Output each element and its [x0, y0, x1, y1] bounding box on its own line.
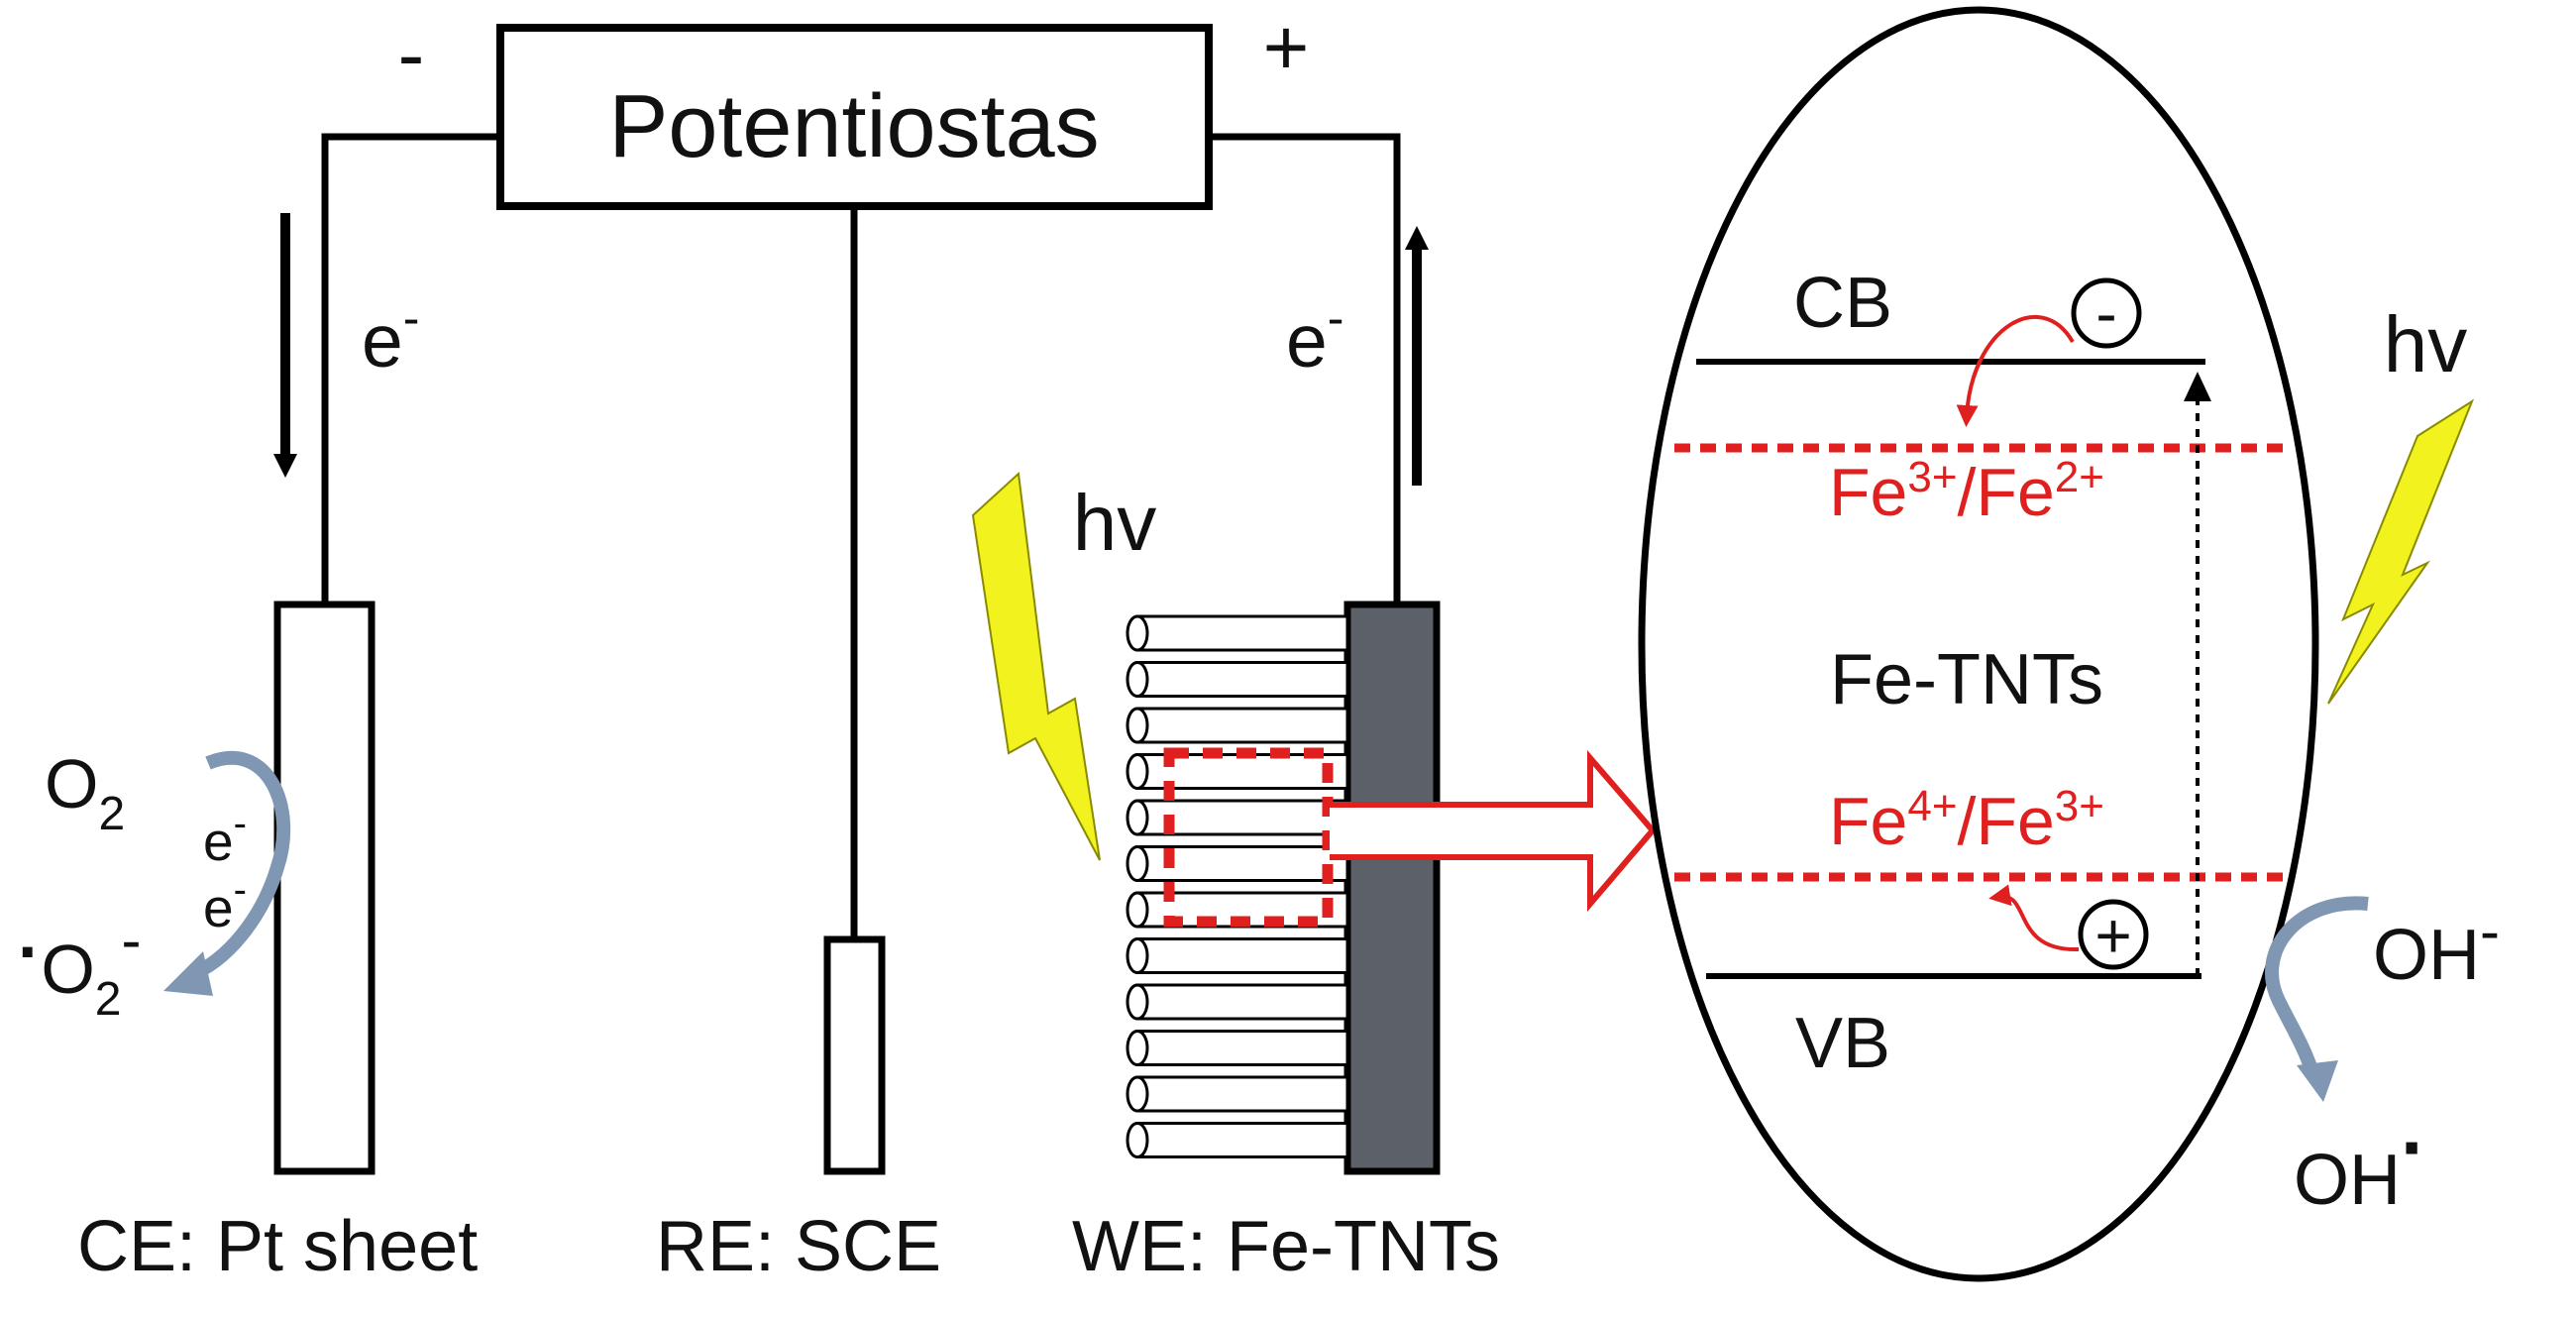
reference-electrode: [823, 935, 886, 1175]
upper-level-label: Fe3+/Fe2+: [1829, 453, 2104, 530]
zoom-selection-box: [1163, 747, 1334, 928]
material-label: Fe-TNTs: [1830, 640, 2103, 719]
lower-level-label: Fe4+/Fe3+: [1829, 782, 2104, 859]
band-diagram: CB VB Fe-TNTs Fe3+/Fe2+ Fe4+/Fe3+ - +: [1638, 6, 2319, 1282]
counter-electrode-label: CE: Pt sheet: [77, 1207, 478, 1286]
zoom-arrow: [1330, 749, 1657, 913]
electron-label-left: e-: [362, 290, 419, 383]
photon-label-right: hv: [2384, 300, 2468, 388]
product-hydroxyl-radical: OH·: [2294, 1103, 2427, 1220]
nanotube: [1126, 799, 1349, 836]
counter-electrode: [273, 601, 376, 1175]
nanotube: [1126, 707, 1349, 744]
reactant-hydroxide: OH-: [2373, 898, 2500, 995]
nanotube: [1126, 1075, 1349, 1113]
lightning-bolt-right: [2327, 398, 2475, 705]
electron-label-right: e-: [1286, 290, 1343, 383]
hole-charge: +: [2094, 900, 2131, 971]
wire-counter: [321, 133, 500, 604]
nanotube: [1126, 937, 1349, 974]
counter-electron-2: e-: [203, 868, 247, 938]
electron-trap-arrow: [1956, 314, 2075, 427]
electron-charge: -: [2095, 277, 2116, 349]
swirl-arrow-counter: [185, 750, 291, 983]
nanotube: [1126, 661, 1349, 698]
working-electrode: [1343, 601, 1441, 1175]
hole-circle: [2078, 899, 2149, 970]
vb-label: VB: [1795, 1004, 1890, 1083]
electron-circle: [2071, 277, 2142, 349]
plus-terminal: +: [1263, 3, 1310, 91]
nanotube: [1126, 753, 1349, 790]
product-superoxide: ·O2-: [18, 907, 141, 1026]
counter-electron-1: e-: [203, 802, 247, 872]
nanotube: [1126, 983, 1349, 1021]
photon-label-left: hv: [1073, 479, 1157, 567]
swirl-arrow-counter-head: [163, 951, 213, 996]
nanotube-array: [1126, 614, 1349, 1158]
potentiostat-label: Potentiostas: [608, 77, 1099, 176]
minus-terminal: -: [398, 10, 425, 98]
nanotube: [1126, 845, 1349, 882]
nanotube: [1126, 1030, 1349, 1066]
potentiostat-box: [496, 24, 1213, 210]
excitation-arrow-head: [2184, 372, 2211, 401]
nanotube: [1126, 614, 1349, 652]
hole-trap-arrow: [1988, 884, 2080, 952]
potentiostat: Potentiostas: [496, 24, 1213, 210]
circuit-wires: [321, 133, 1401, 939]
swirl-arrow-anode-head: [2297, 1060, 2338, 1102]
swirl-arrow-anode: [2265, 896, 2369, 1078]
reactant-o2: O2: [45, 745, 125, 840]
nanotube: [1126, 1122, 1349, 1158]
cb-label: CB: [1793, 264, 1892, 343]
working-electrode-label: WE: Fe-TNTs: [1072, 1207, 1500, 1286]
reference-electrode-label: RE: SCE: [656, 1207, 941, 1286]
wire-working: [1209, 133, 1401, 604]
lightning-bolt-left: [971, 471, 1101, 861]
particle-ellipse: [1638, 6, 2319, 1282]
